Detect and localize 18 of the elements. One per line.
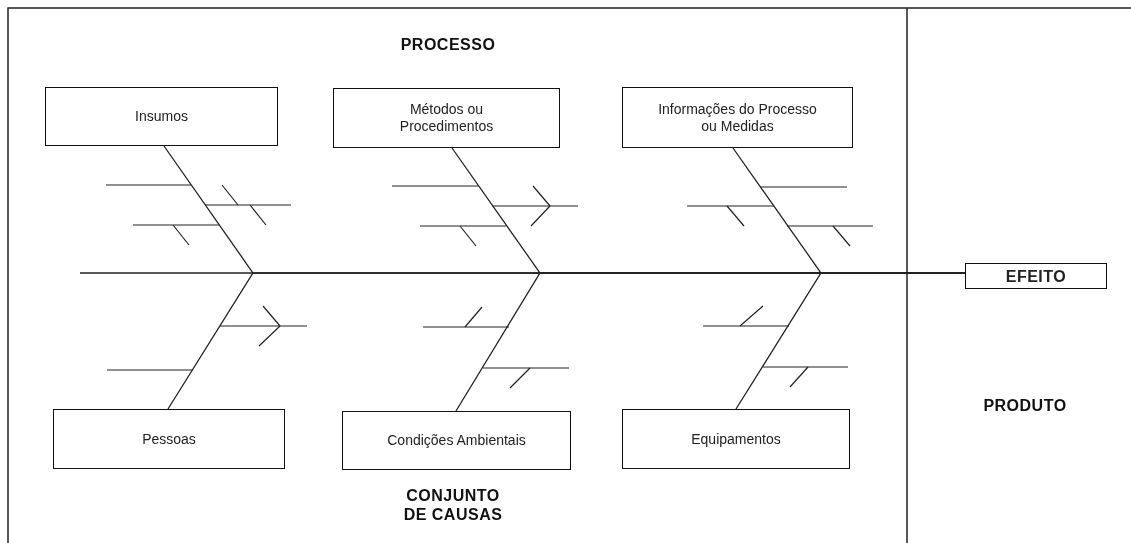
cause-label: Equipamentos: [691, 430, 781, 448]
section-label: PROCESSO: [399, 36, 497, 54]
bone-line: [735, 272, 966, 410]
cause-box: [622, 87, 853, 148]
effect-box: [965, 263, 1107, 289]
cause-box: [53, 409, 285, 469]
cause-label: Condições Ambientais: [387, 432, 526, 449]
cause-box: [342, 411, 571, 470]
section-label: CONJUNTO DE CAUSAS: [402, 486, 504, 524]
cause-box: [333, 88, 560, 148]
cause-box: [622, 409, 850, 469]
effect-label: EFEITO: [1005, 267, 1067, 285]
cause-box: [45, 87, 278, 146]
section-label: PRODUTO: [982, 397, 1068, 415]
cause-label: Métodos ou Procedimentos: [398, 101, 495, 135]
cause-label: Insumos: [135, 108, 188, 125]
cause-label: Pessoas: [142, 430, 196, 448]
cause-label: Informações do Processo ou Medidas: [657, 100, 818, 135]
